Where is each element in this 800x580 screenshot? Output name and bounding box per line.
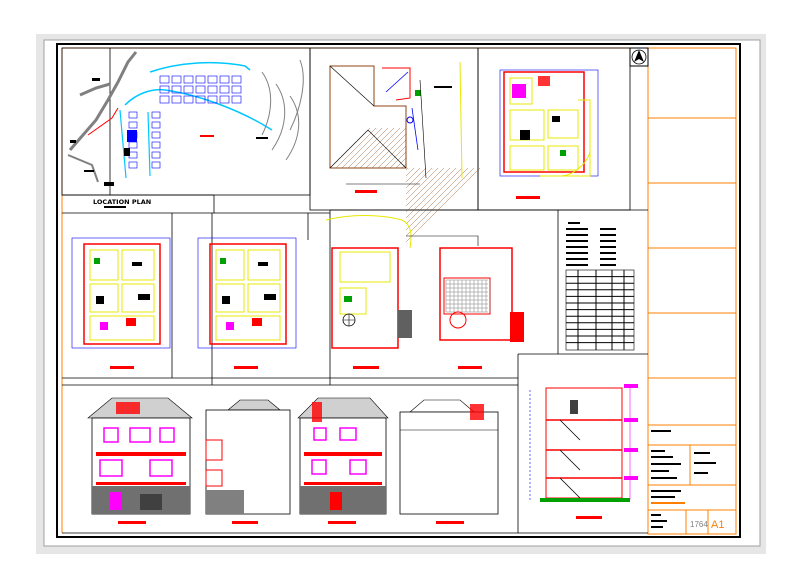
settlement-lot bbox=[151, 161, 161, 169]
settlement-lot bbox=[151, 141, 161, 149]
roof-hatch-line bbox=[405, 167, 439, 201]
schedule-note-bar bbox=[566, 240, 588, 242]
settlement-lot bbox=[207, 95, 218, 104]
settlement-lot bbox=[159, 75, 170, 84]
roof-hatch-line bbox=[335, 127, 377, 169]
north-arrow-icon bbox=[629, 47, 649, 67]
upper-floor-plan bbox=[499, 69, 599, 199]
settlement-lot bbox=[219, 85, 230, 94]
settlement-lot bbox=[151, 131, 161, 139]
schedule-note-bar bbox=[600, 234, 616, 236]
settlement-lot bbox=[183, 95, 194, 104]
roof-hatch-line bbox=[405, 167, 415, 177]
schedule-note-bar bbox=[600, 240, 616, 242]
sheet-number: 1764 bbox=[690, 520, 708, 529]
settlement-lot bbox=[231, 95, 242, 104]
settlement-lot bbox=[195, 85, 206, 94]
settlement-lot bbox=[219, 75, 230, 84]
settlement-lot bbox=[195, 75, 206, 84]
foundation-plan bbox=[325, 215, 479, 369]
settlement-lot bbox=[207, 85, 218, 94]
roof-hatch-line bbox=[359, 127, 401, 169]
elevation-side-right bbox=[399, 399, 499, 524]
schedule-note-bar bbox=[566, 252, 588, 254]
schedule-note-bar bbox=[566, 228, 588, 230]
settlement-lot bbox=[171, 75, 182, 84]
door-window-schedule bbox=[565, 222, 635, 351]
settlement-lot bbox=[231, 75, 242, 84]
settlement-lot bbox=[128, 161, 138, 169]
settlement-lot bbox=[231, 85, 242, 94]
settlement-lot bbox=[128, 121, 138, 129]
elevation-front bbox=[87, 397, 193, 524]
roof-hatch-line bbox=[353, 127, 395, 169]
settlement-lot bbox=[151, 151, 161, 159]
roof-hatch-line bbox=[405, 167, 481, 243]
settlement-lot bbox=[128, 111, 138, 119]
section-drawing bbox=[529, 384, 638, 519]
settlement-lot bbox=[219, 95, 230, 104]
settlement-lot bbox=[151, 111, 161, 119]
settlement-lot bbox=[159, 85, 170, 94]
panel-frames bbox=[61, 47, 648, 534]
elevation-side-left bbox=[205, 399, 291, 524]
settlement-lot bbox=[183, 75, 194, 84]
schedule-note-bar bbox=[566, 234, 588, 236]
location-plan-title: LOCATION PLAN bbox=[93, 198, 151, 206]
sheet-size: A1 bbox=[711, 519, 724, 531]
elevation-rear bbox=[297, 397, 389, 524]
elevations bbox=[87, 397, 499, 524]
schedule-note-bar bbox=[566, 264, 588, 266]
settlement-lot bbox=[183, 85, 194, 94]
settlement-lot bbox=[151, 121, 161, 129]
roof-hatch-line bbox=[405, 167, 469, 231]
schedule-note-bar bbox=[600, 246, 616, 248]
title-block bbox=[647, 47, 737, 535]
floor-plan-b bbox=[197, 237, 297, 369]
settlement-lot bbox=[159, 95, 170, 104]
schedule-note-bar bbox=[600, 252, 616, 254]
settlement-lot bbox=[171, 95, 182, 104]
roof-hatch-line bbox=[405, 167, 457, 219]
drawing-frame bbox=[56, 43, 741, 538]
floor-plan-a bbox=[71, 237, 171, 369]
roof-hatch-line bbox=[405, 167, 421, 183]
roof-hatch-line bbox=[405, 167, 409, 171]
roof-hatch-line bbox=[405, 167, 445, 207]
roof-hatch-line bbox=[405, 167, 427, 189]
settlement-lot bbox=[195, 95, 206, 104]
schedule-note-bar bbox=[600, 228, 616, 230]
schedule-note-bar bbox=[600, 258, 616, 260]
schedule-note-bar bbox=[566, 258, 588, 260]
roof-hatch-line bbox=[347, 127, 389, 169]
roof-plan bbox=[329, 61, 481, 243]
roof-hatch-line bbox=[405, 167, 433, 195]
location-plan bbox=[67, 51, 304, 186]
schedule-note-bar bbox=[600, 264, 616, 266]
roof-hatch-line bbox=[405, 167, 463, 225]
terrace-plan bbox=[439, 247, 524, 369]
roof-hatch-line bbox=[341, 127, 383, 169]
location-plan-underline bbox=[104, 206, 126, 208]
settlement-lot bbox=[171, 85, 182, 94]
settlement-lot bbox=[207, 75, 218, 84]
roof-hatch-line bbox=[405, 167, 475, 237]
roof-hatch-line bbox=[405, 167, 451, 213]
schedule-note-bar bbox=[566, 246, 588, 248]
